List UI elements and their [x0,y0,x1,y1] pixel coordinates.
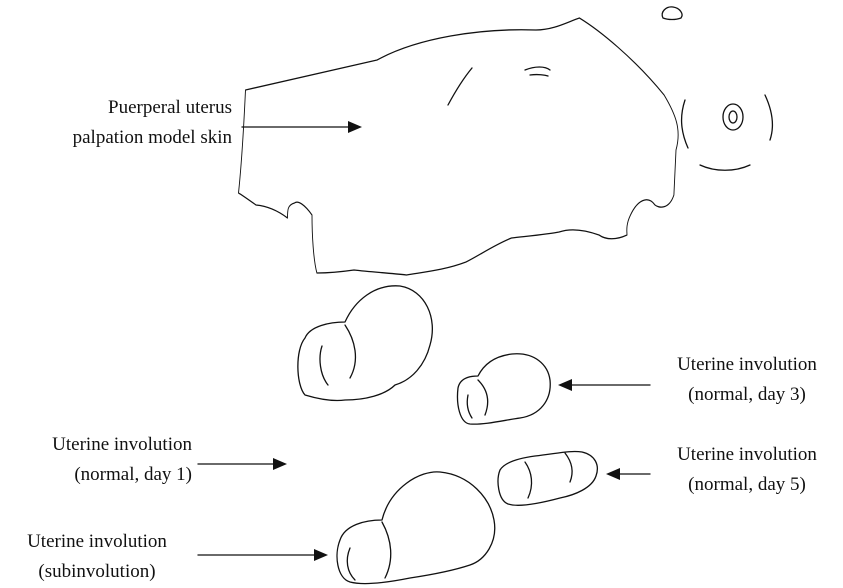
uterus-day1-outline [298,286,432,401]
crease-collar [525,67,550,70]
uterus-sub-cervix-line [347,548,355,580]
uterus-day3-fold [478,380,488,415]
label-skin: Puerperal uterus palpation model skin [2,93,232,153]
uterus-subinvolution-model [337,472,495,584]
arrow-subinvolution [198,549,328,561]
arrow-day5 [606,468,650,480]
arrow-day3 [558,379,650,391]
label-day1-line1: Uterine involution [2,430,192,460]
crease-collar-2 [530,75,548,76]
label-sub-line2: (subinvolution) [2,557,192,587]
uterus-day5-outline [498,451,597,505]
label-day1-line2: (normal, day 1) [2,460,192,490]
label-skin-line1: Puerperal uterus [2,93,232,123]
label-day5-line1: Uterine involution [652,440,842,470]
shoulder-nub [662,7,682,20]
uterus-day3-outline [458,354,551,424]
crease-left-shoulder [448,68,472,105]
label-day3-line2: (normal, day 3) [652,380,842,410]
label-subinvolution: Uterine involution (subinvolution) [2,527,192,587]
label-day1: Uterine involution (normal, day 1) [2,430,192,490]
label-sub-line1: Uterine involution [2,527,192,557]
arrow-day1 [198,458,287,470]
uterus-day5-fold-2 [565,453,572,482]
label-day3: Uterine involution (normal, day 3) [652,350,842,410]
uterus-sub-outline [337,472,495,584]
skin-details [448,7,772,170]
uterus-sub-fold [382,522,391,578]
label-skin-line2: palpation model skin [2,123,232,153]
label-day3-line1: Uterine involution [652,350,842,380]
uterus-day3-model [458,354,551,424]
label-day5: Uterine involution (normal, day 5) [652,440,842,500]
uterus-day5-fold [525,462,532,498]
crease-lower-chest [700,165,750,170]
crease-chest-left [682,100,688,148]
skin-outline [239,18,679,275]
uterus-day1-cervix-line [320,346,328,385]
palpation-model-skin [239,18,679,275]
label-day5-line2: (normal, day 5) [652,470,842,500]
uterus-day3-cervix-line [467,395,472,418]
uterus-day5-model [498,451,597,505]
areola-outer [723,104,743,130]
uterus-day1-fold [345,325,355,378]
crease-chest-right [765,95,772,140]
arrow-skin [242,121,362,133]
uterus-day1-model [298,286,432,401]
areola-inner [729,111,737,123]
